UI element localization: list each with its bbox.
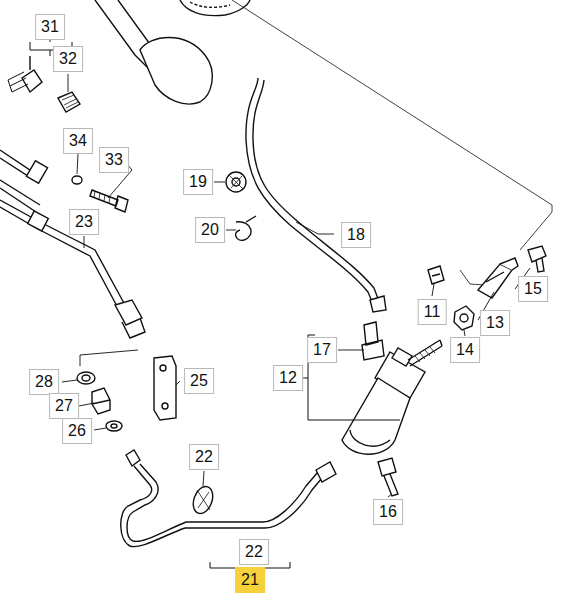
callout-number: 26 [62, 418, 92, 444]
callout-number: 14 [450, 337, 480, 363]
callout-number: 20 [195, 217, 225, 243]
callout-number: 17 [307, 337, 337, 363]
callout-number: 16 [373, 499, 403, 525]
callout-number: 33 [99, 147, 129, 173]
callout-number: 21 [235, 567, 265, 593]
callout-number: 15 [518, 276, 548, 302]
callout-number: 28 [29, 369, 59, 395]
callout-number: 19 [183, 169, 213, 195]
callout-number: 13 [480, 310, 510, 336]
callout-number: 25 [184, 368, 214, 394]
callout-number: 11 [418, 299, 447, 325]
callout-number: 12 [273, 365, 303, 391]
callout-number: 23 [69, 209, 99, 235]
callout-number: 34 [63, 128, 93, 154]
callout-number: 27 [49, 393, 79, 419]
callout-number: 18 [341, 222, 371, 248]
callout-number: 32 [53, 46, 83, 72]
callout-number: 22 [189, 444, 219, 470]
callout-number: 31 [35, 14, 65, 40]
callout-number: 22 [239, 539, 269, 565]
